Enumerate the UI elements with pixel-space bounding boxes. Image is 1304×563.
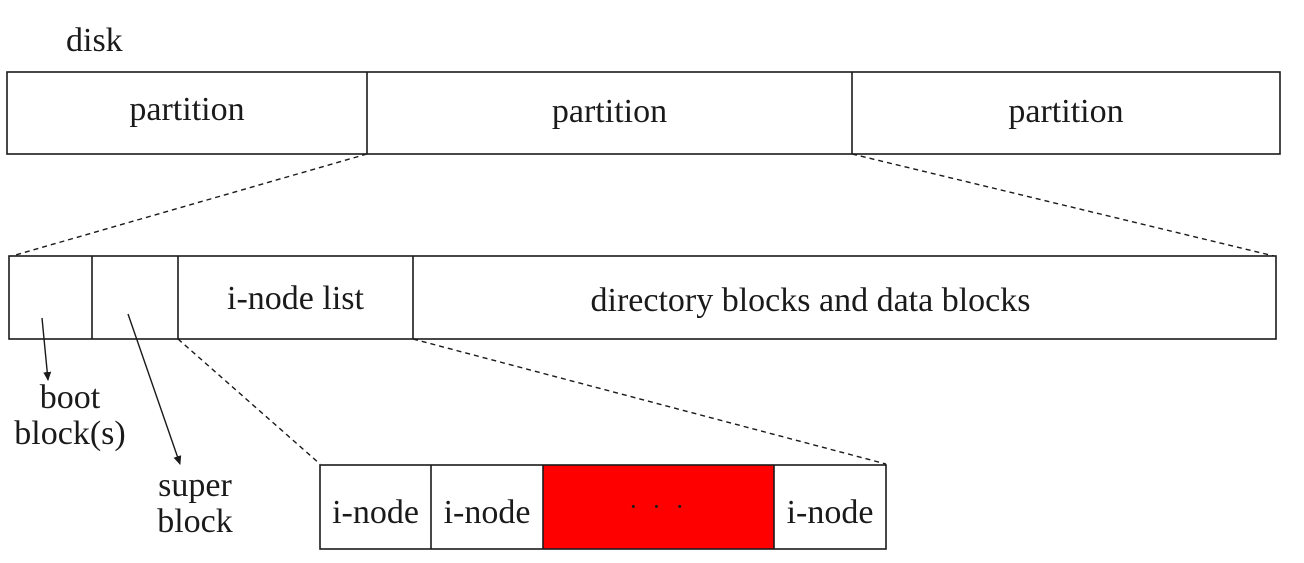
super-callout-line2: block — [157, 503, 233, 540]
inode-list-label: i-node list — [227, 280, 364, 317]
callout-arrows — [41, 313, 182, 465]
zoom-lines-inode — [177, 338, 887, 465]
boot-callout-line2: block(s) — [14, 415, 126, 452]
boot-block-arrow — [41, 317, 52, 381]
zoom-lines-partition — [11, 153, 1275, 257]
inode-cell-label: i-node — [786, 494, 874, 531]
boot-callout-line1: boot — [39, 379, 101, 416]
inode-list-outline — [319, 464, 887, 550]
super-block-arrow — [127, 313, 182, 465]
inode-list-row — [319, 464, 887, 550]
boot-block-callout: boot block(s) — [0, 380, 140, 452]
disk-row — [6, 71, 1281, 155]
disk-label: disk — [66, 22, 123, 59]
inode-ellipsis-label: · · · — [629, 492, 688, 521]
partition-label: partition — [129, 91, 245, 128]
data-blocks-label: directory blocks and data blocks — [590, 282, 1031, 319]
inode-ellipsis-fill — [543, 465, 774, 549]
partition-label: partition — [551, 93, 668, 130]
partition-detail-row — [8, 255, 1277, 340]
partition-detail-outline — [8, 255, 1277, 340]
inode-cell-label: i-node — [332, 494, 419, 531]
inode-cell-label: i-node — [443, 494, 531, 531]
disk-outline — [6, 71, 1281, 155]
partition-label: partition — [1008, 93, 1124, 130]
super-callout-line1: super — [158, 467, 232, 504]
super-block-callout: super block — [130, 468, 260, 540]
